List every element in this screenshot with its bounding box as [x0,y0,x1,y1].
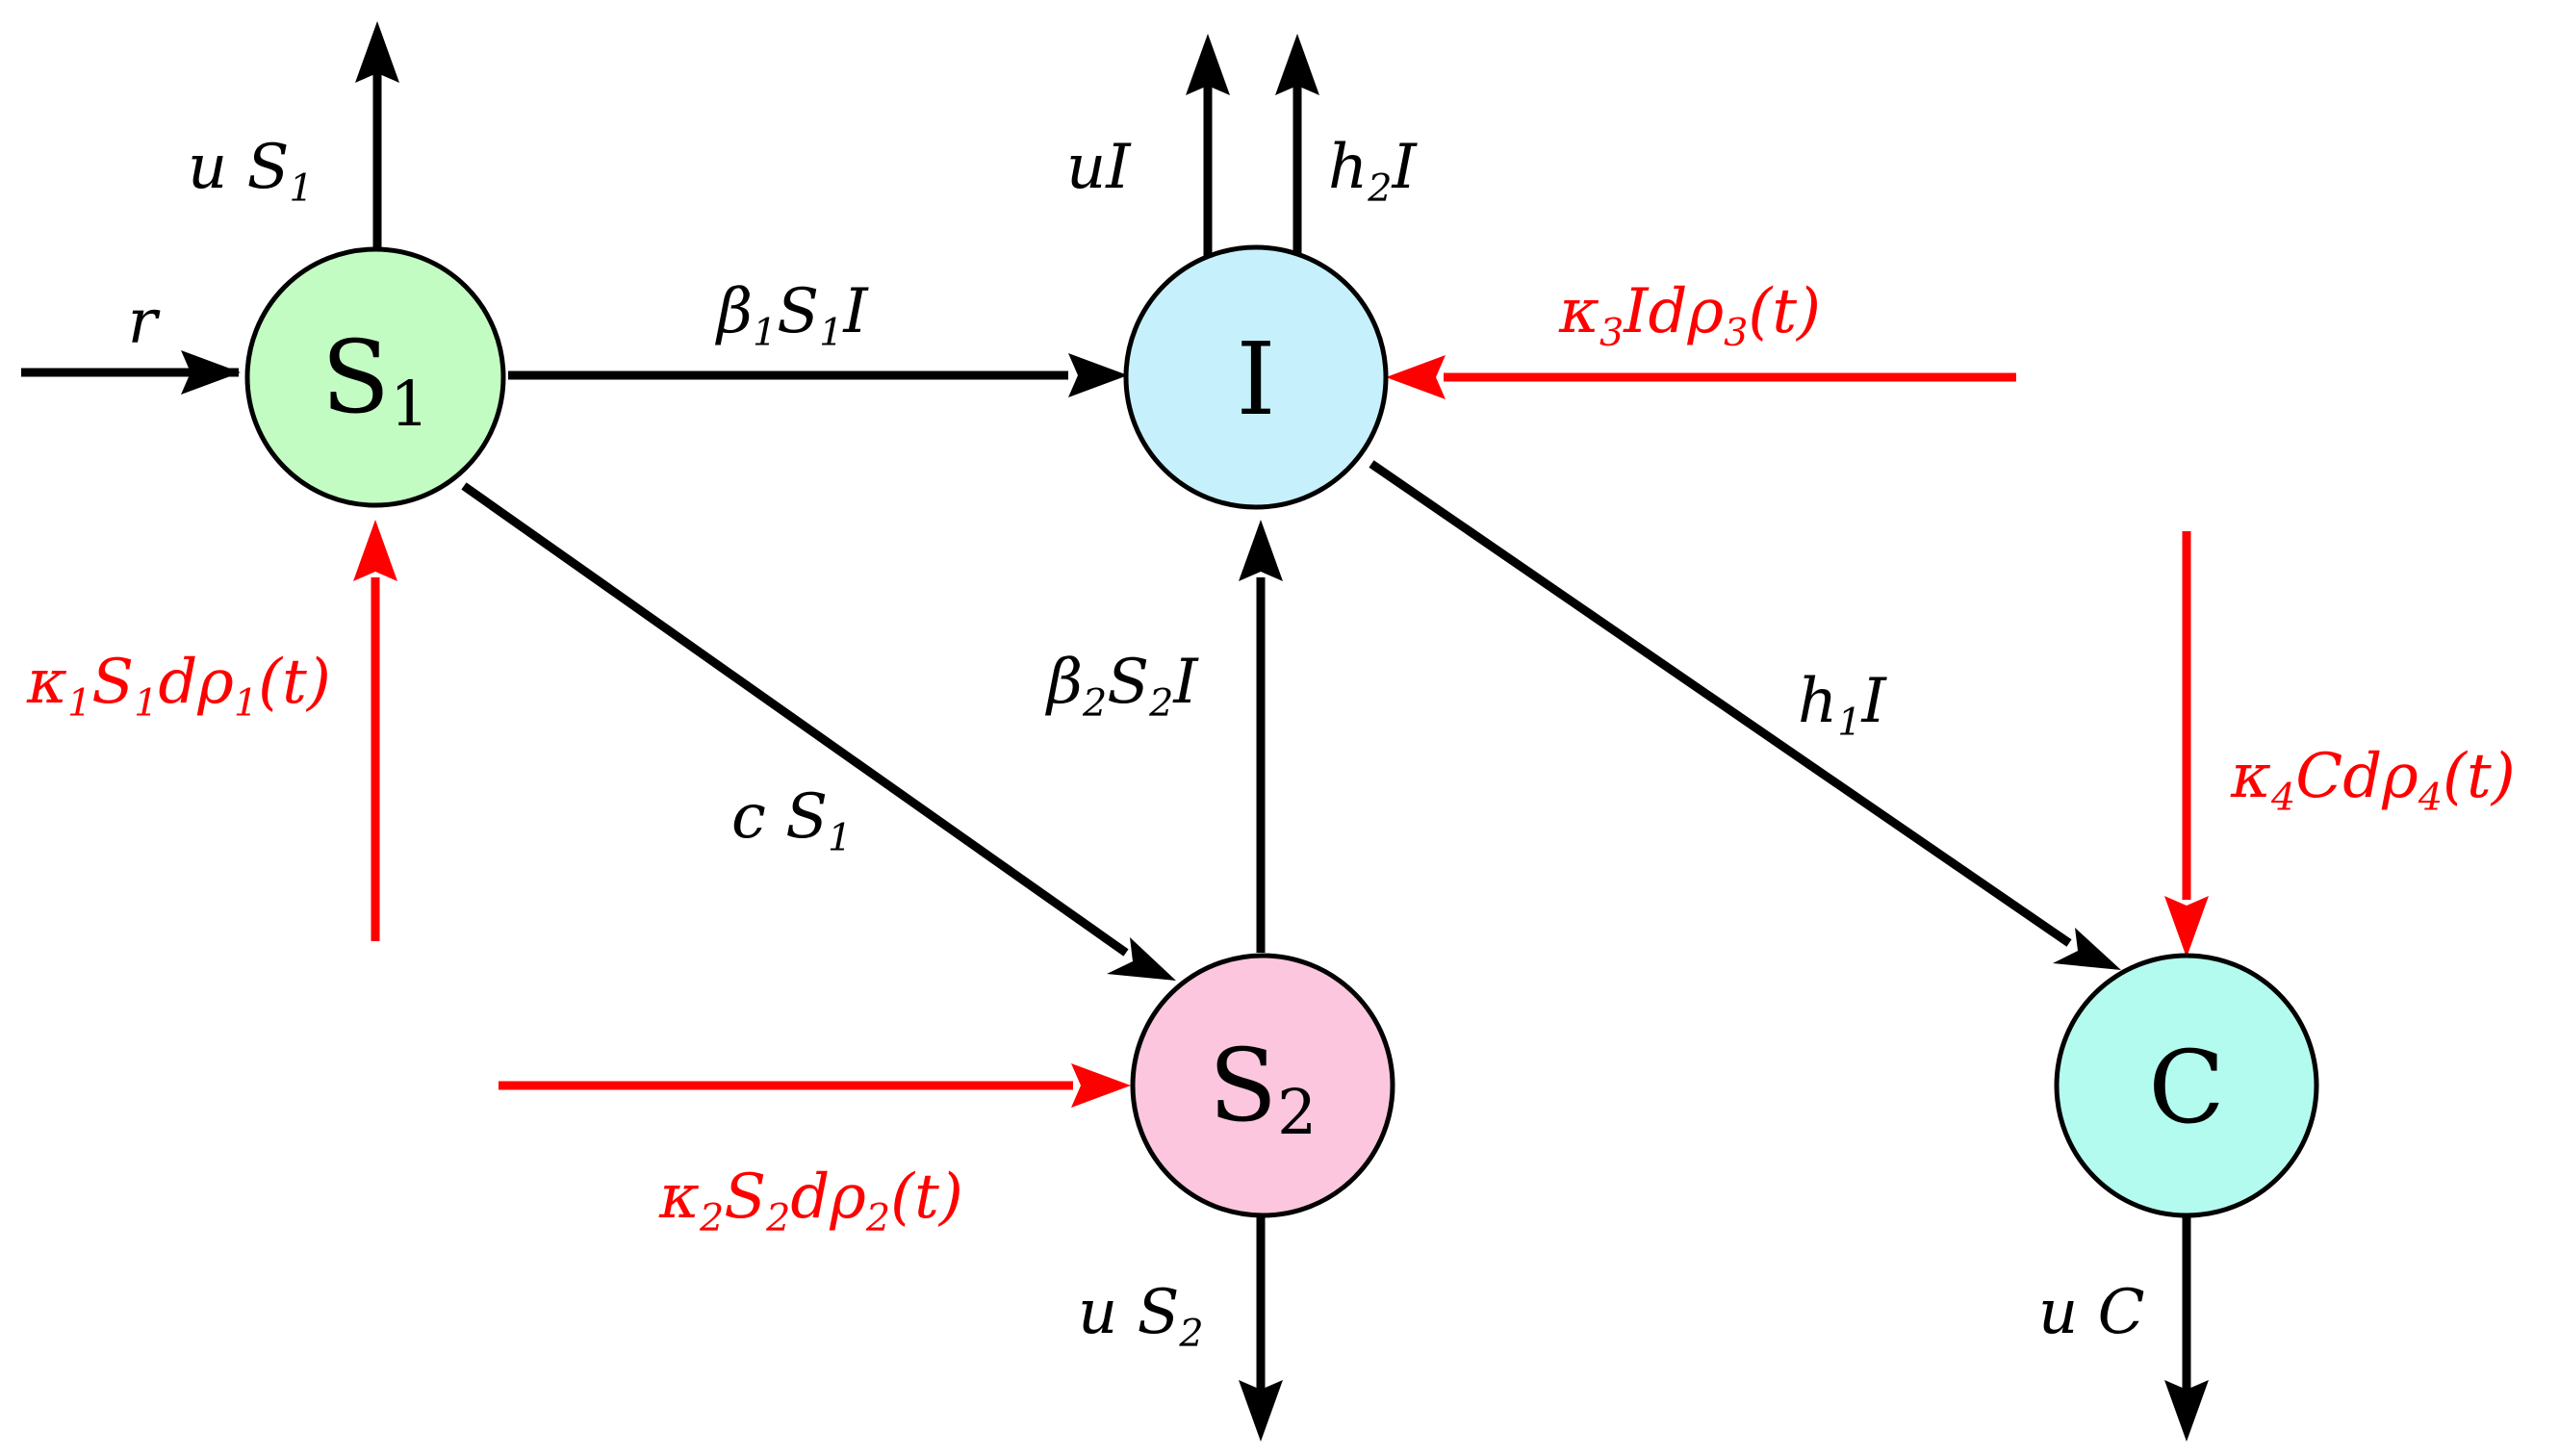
label-u-c: u C [2038,1277,2145,1348]
arrow-s1-to-s2 [461,482,1129,957]
arrowhead-r-to-s1 [181,350,241,395]
arrowhead-noise-s1 [353,520,397,581]
label-r: r [128,287,161,358]
node-c-circle [2054,953,2319,1218]
node-i-circle [1123,244,1389,510]
noise-arrows [353,355,2209,1108]
node-s2-label: S2 [1209,1027,1317,1149]
arrowhead-s1-to-i [1068,353,1128,397]
node-s1-circle [244,246,506,508]
label-u-s1: u S1 [188,132,314,211]
node-i: I [1123,244,1389,510]
arrowhead-s1-death [355,21,399,83]
arrowhead-noise-s2 [1071,1063,1131,1108]
arrowhead-i-to-c [2053,928,2121,970]
arrowhead-s2-to-i [1239,520,1283,581]
node-s1: S1 [244,246,506,508]
flow-arrows [21,21,2209,1442]
arrow-i-to-c [1369,460,2072,947]
noise-labels: κ3Idρ3(t) κ1S1dρ1(t) κ4Cdρ4(t) κ2S2dρ2(t… [26,276,2516,1240]
arrowhead-s2-death [1239,1380,1283,1442]
label-beta2: β2S2I [1045,647,1199,726]
label-kappa4: κ4Cdρ4(t) [2230,741,2516,820]
arrowhead-i-h2 [1275,34,1319,95]
label-h2-i: h2I [1328,132,1418,211]
label-h1-i: h1I [1798,666,1887,745]
node-s2: S2 [1130,953,1395,1218]
arrowhead-c-death [2164,1380,2209,1442]
node-c-label: C [2148,1029,2225,1146]
label-kappa1: κ1S1dρ1(t) [26,647,331,726]
label-kappa3: κ3Idρ3(t) [1558,276,1821,355]
label-beta1: β1S1I [715,276,869,355]
arrowhead-noise-c [2164,896,2209,958]
label-kappa2: κ2S2dρ2(t) [658,1162,963,1240]
node-c: C [2054,953,2319,1218]
label-c-s1: c S1 [731,781,852,860]
node-s2-circle [1130,953,1395,1218]
label-u-s2: u S2 [1078,1277,1204,1356]
node-s1-label: S1 [321,319,429,441]
label-u-i: uI [1066,132,1132,203]
node-i-label: I [1236,320,1275,438]
arrowhead-i-death [1186,34,1230,95]
arrowhead-s1-to-s2 [1107,937,1176,981]
flow-labels: r u S1 uI h2I β1S1I β2S2I h1I c S1 u S2 … [128,132,2145,1356]
arrowhead-noise-i [1386,355,1446,399]
